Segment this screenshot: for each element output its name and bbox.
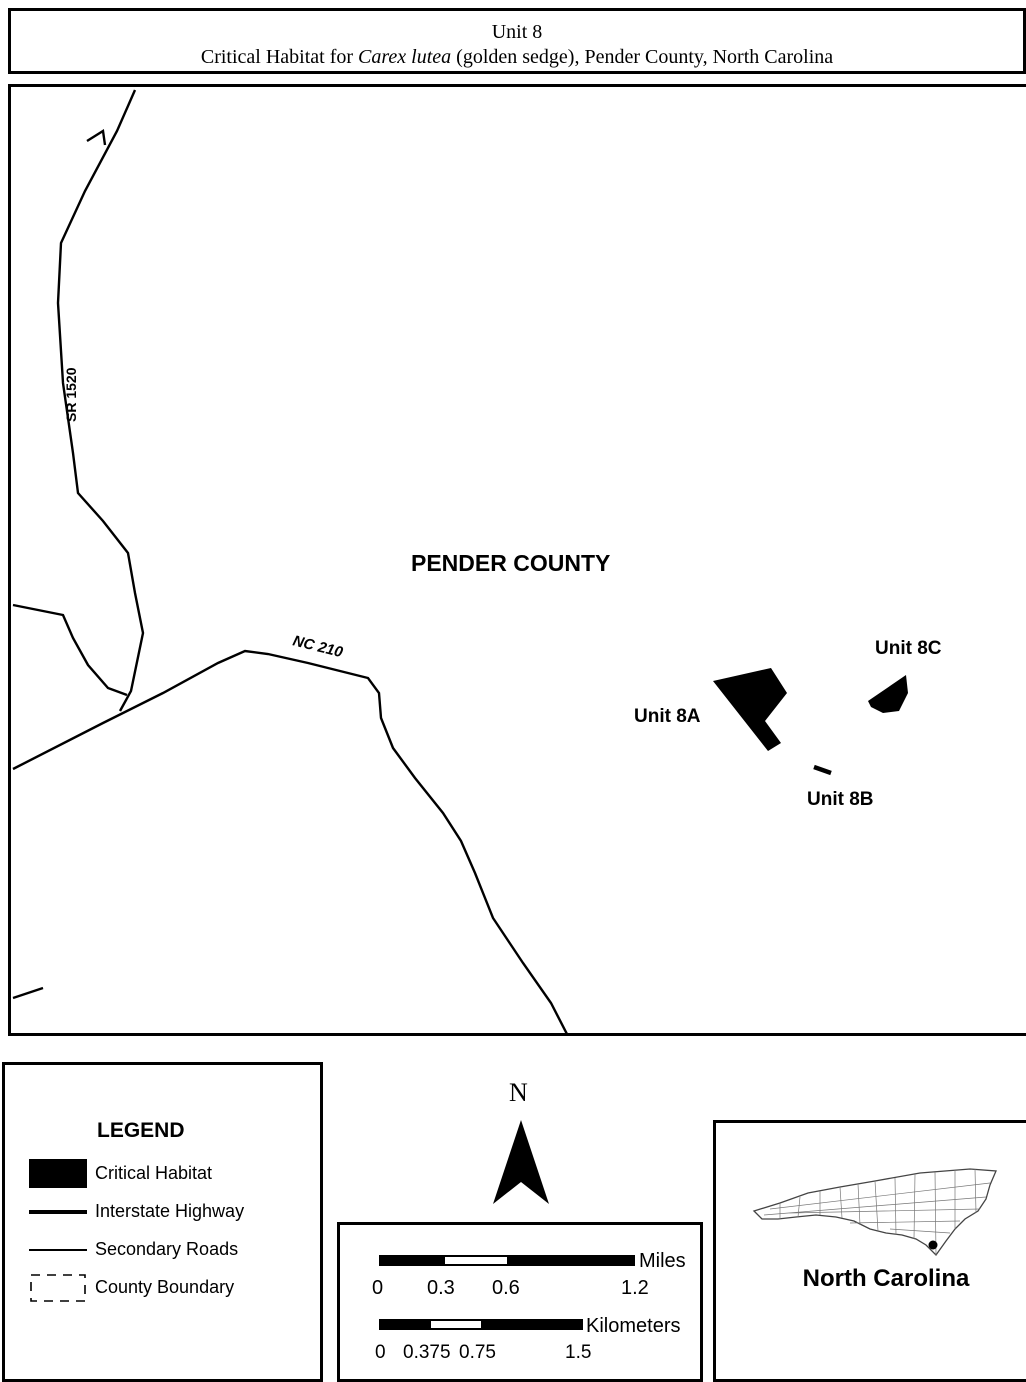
- secondary-road-symbol-icon: [29, 1249, 87, 1251]
- road-sr-1520: [56, 89, 145, 712]
- legend-item-critical-habitat: Critical Habitat: [29, 1159, 319, 1189]
- scale-km-tick: 0.75: [459, 1342, 496, 1363]
- legend-item-secondary-roads: Secondary Roads: [29, 1235, 319, 1265]
- scale-bar-box: Miles 0 0.3 0.6 1.2 Kilometers 0 0.375 0…: [337, 1222, 703, 1382]
- scale-miles-tick: 0: [372, 1277, 383, 1299]
- title-suffix: (golden sedge), Pender County, North Car…: [451, 46, 834, 68]
- county-boundary-symbol-icon: [30, 1274, 86, 1302]
- legend-box: LEGEND Critical Habitat Interstate Highw…: [2, 1062, 323, 1382]
- north-carolina-outline-icon: [752, 1168, 997, 1257]
- scale-bars: Miles 0 0.3 0.6 1.2 Kilometers 0 0.375 0…: [372, 1250, 686, 1363]
- legend-title: LEGEND: [97, 1119, 185, 1142]
- unit-label-8b: Unit 8B: [807, 789, 874, 810]
- road-spur-north: [86, 129, 107, 146]
- title-species: Carex lutea: [358, 46, 452, 68]
- map-title-box: Unit 8 Critical Habitat for Carex lutea …: [8, 8, 1026, 74]
- scale-miles-tick: 0.3: [427, 1277, 455, 1299]
- scale-km-tick: 1.5: [565, 1342, 591, 1363]
- locator-map-box: North Carolina: [713, 1120, 1026, 1382]
- scale-bar-kilometers: [379, 1319, 583, 1330]
- interstate-highway-symbol-icon: [29, 1210, 87, 1214]
- habitat-unit-8a: [713, 668, 787, 751]
- north-arrow-label: N: [509, 1078, 528, 1107]
- unit-label-8a: Unit 8A: [634, 706, 701, 727]
- scale-km-tick: 0: [375, 1342, 386, 1363]
- legend-label: Interstate Highway: [95, 1201, 245, 1221]
- scale-km-unit: Kilometers: [586, 1315, 680, 1337]
- locator-label: North Carolina: [802, 1265, 970, 1292]
- habitat-unit-8c: [868, 675, 908, 713]
- north-arrow-icon: [493, 1120, 549, 1204]
- unit-label-8c: Unit 8C: [875, 638, 942, 659]
- scale-miles-unit: Miles: [639, 1250, 686, 1272]
- legend-item-interstate-highway: Interstate Highway: [29, 1197, 319, 1227]
- scale-miles-tick: 0.6: [492, 1277, 520, 1299]
- scale-km-tick: 0.375: [403, 1342, 451, 1363]
- map-title-line2: Critical Habitat for Carex lutea (golden…: [11, 45, 1023, 70]
- main-map-canvas: SR 1520 NC 210 PENDER COUNTY Unit 8A Uni…: [12, 89, 942, 1033]
- road-southwest-stub: [12, 986, 44, 1000]
- road-nc-210: [12, 649, 568, 1033]
- legend-item-county-boundary: County Boundary: [29, 1273, 319, 1303]
- road-west-connector: [12, 603, 128, 697]
- road-label-nc-210: NC 210: [291, 632, 345, 661]
- critical-habitat-symbol-icon: [29, 1159, 87, 1188]
- map-title-line1: Unit 8: [491, 21, 543, 43]
- scale-miles-tick: 1.2: [621, 1277, 649, 1299]
- main-map: SR 1520 NC 210 PENDER COUNTY Unit 8A Uni…: [8, 84, 1026, 1036]
- legend-label: Critical Habitat: [95, 1163, 213, 1183]
- road-label-sr-1520: SR 1520: [63, 367, 79, 422]
- title-prefix: Critical Habitat for: [200, 46, 359, 68]
- scale-bar-miles: [379, 1255, 635, 1266]
- legend-label: Secondary Roads: [95, 1239, 239, 1259]
- county-label: PENDER COUNTY: [411, 550, 610, 576]
- legend-label: County Boundary: [95, 1277, 235, 1297]
- habitat-unit-8b: [813, 764, 832, 776]
